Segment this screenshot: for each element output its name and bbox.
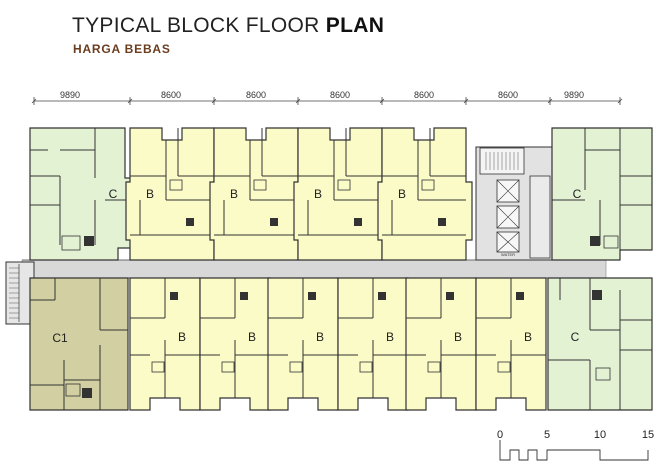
title-bold: PLAN <box>325 14 385 37</box>
scale-bar: 0 5 10 15 <box>497 429 654 461</box>
unit-c-bottom-right: C <box>547 277 653 411</box>
dimension-line: 9890 8600 8600 8600 8600 8600 9890 <box>31 90 623 105</box>
unit-b-top: B <box>125 127 221 261</box>
unit-b-top: B <box>209 127 305 261</box>
corridor <box>21 259 607 279</box>
scale-tick-label: 5 <box>544 429 550 441</box>
unit-b-bottom: B <box>199 277 271 411</box>
plan-subtitle: HARGA BEBAS <box>73 42 171 56</box>
dimension-label: 8600 <box>161 90 181 100</box>
unit-b-bottom: B <box>337 277 409 411</box>
scale-tick-label: 0 <box>497 429 503 441</box>
core: WATER <box>475 146 553 261</box>
plan-title: TYPICAL BLOCK FLOOR PLAN <box>72 14 384 38</box>
unit-c1-bottom-left: C1 <box>29 277 129 411</box>
unit-label: B <box>316 330 324 344</box>
bottom-unit-row: C1 B B B B B B C <box>29 277 653 411</box>
unit-label: B <box>146 187 154 201</box>
unit-c-top-left: C <box>29 127 136 261</box>
dimension-label: 8600 <box>414 90 434 100</box>
dimension-label: 9890 <box>60 90 80 100</box>
unit-label: B <box>398 187 406 201</box>
unit-label: B <box>386 330 394 344</box>
unit-label: B <box>230 187 238 201</box>
scale-tick-label: 15 <box>642 429 654 441</box>
dimension-label: 8600 <box>246 90 266 100</box>
unit-c-top-right: C <box>551 127 653 261</box>
dimension-label: 8600 <box>498 90 518 100</box>
title-main: TYPICAL BLOCK FLOOR <box>72 14 320 37</box>
unit-label: B <box>314 187 322 201</box>
unit-b-top: B <box>377 127 473 261</box>
unit-label: C <box>573 187 582 201</box>
unit-label: B <box>524 330 532 344</box>
top-unit-row: C B B B B WATER C <box>29 127 653 261</box>
dimension-label: 8600 <box>330 90 350 100</box>
unit-label: B <box>248 330 256 344</box>
unit-b-bottom: B <box>267 277 339 411</box>
unit-label: B <box>178 330 186 344</box>
unit-label: C <box>571 330 580 344</box>
unit-label: C <box>109 187 118 201</box>
unit-b-top: B <box>293 127 389 261</box>
core-label: WATER <box>501 252 515 257</box>
unit-label: B <box>454 330 462 344</box>
unit-label: C1 <box>52 331 68 345</box>
unit-b-bottom: B <box>475 277 547 411</box>
dimension-label: 9890 <box>564 90 584 100</box>
scale-tick-label: 10 <box>594 429 606 441</box>
unit-b-bottom: B <box>405 277 477 411</box>
unit-b-bottom: B <box>129 277 201 411</box>
left-staircase <box>5 261 35 325</box>
